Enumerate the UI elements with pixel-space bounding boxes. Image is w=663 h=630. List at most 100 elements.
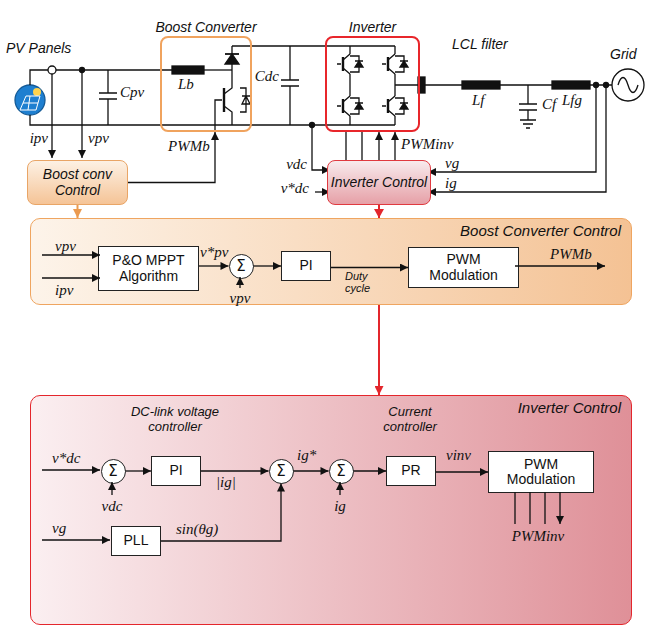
boost-transistor <box>224 70 232 125</box>
inverter-bridge <box>337 46 408 125</box>
pv-sun <box>33 88 41 96</box>
block-label: PWM Modulation <box>411 252 516 283</box>
arrowhead <box>374 209 384 218</box>
signal-connector <box>161 484 281 542</box>
block-label: PWM Modulation <box>491 457 591 488</box>
block-label: PI <box>299 258 312 273</box>
dc-rail <box>232 45 395 46</box>
signal-label: vinv <box>446 447 471 464</box>
signal-connector <box>126 470 152 471</box>
ig-sense-line <box>428 87 606 192</box>
signal-connector <box>294 470 329 471</box>
capacitor-cf <box>519 85 537 128</box>
igbt-gate-bar <box>342 99 344 113</box>
signal-label: Cdc <box>255 68 279 85</box>
feedback-arrow <box>239 277 240 288</box>
feedback-arrow <box>111 482 112 495</box>
current-sensor <box>48 66 56 74</box>
part-heading: Grid <box>610 46 636 62</box>
feedback-arrow <box>339 482 340 495</box>
antiparallel-diode <box>400 103 408 109</box>
vpv-input-arrow <box>42 254 100 255</box>
block-caption: DC-link voltage controller <box>115 404 235 434</box>
process-box: PWM Modulation <box>408 247 519 288</box>
signal-label: ipv <box>55 282 73 299</box>
pv-panel-icon <box>15 85 45 115</box>
igbt-switch <box>337 96 363 116</box>
signal-label: Lfg <box>562 92 582 109</box>
signal-label: v*pv <box>200 244 228 261</box>
block-label: Inverter Control <box>331 175 427 190</box>
block-label: PLL <box>124 533 149 548</box>
grid-source <box>612 69 644 101</box>
block-label: Σ <box>276 464 285 479</box>
control-panel: P&O MPPT AlgorithmΣPIPWM ModulationBoost… <box>30 218 632 305</box>
signal-label: vpv <box>230 290 251 307</box>
vpv-sense-line <box>81 72 82 158</box>
ipv-sense-line <box>51 74 52 158</box>
signal-label: Duty cycle <box>345 270 385 294</box>
inverter-block: Inverter <box>325 36 420 132</box>
signal-label: |ig| <box>216 474 236 491</box>
bridge-leg <box>349 46 350 125</box>
block-title: Boost Converter Control <box>460 222 621 239</box>
signal-connector <box>331 267 408 268</box>
signal-label: Cf <box>542 96 556 113</box>
signal-label: vpv <box>88 130 109 147</box>
signal-label: PWMinv <box>512 528 564 545</box>
signal-connector <box>378 205 380 395</box>
igbt-switch <box>382 96 408 116</box>
gate-signal-arrows <box>346 132 379 160</box>
junction-dot <box>310 123 315 128</box>
process-box: P&O MPPT Algorithm <box>98 246 199 291</box>
gate-wire <box>215 100 222 132</box>
igbt-switch <box>382 54 408 74</box>
junction-dot <box>80 68 85 73</box>
part-heading: LCL filter <box>452 36 508 52</box>
bridge-leg <box>394 46 395 125</box>
block-label: Σ <box>336 464 345 479</box>
process-box: PR <box>386 456 436 486</box>
transistor-gate-bar <box>223 88 225 112</box>
pwm-output-arrow <box>515 265 605 266</box>
ipv-input-arrow <box>42 277 100 278</box>
freewheel-diode <box>240 88 250 112</box>
process-box: PI <box>281 251 331 281</box>
signal-label: PWMb <box>168 138 210 155</box>
signal-label: ig <box>445 175 457 192</box>
converter-block: Boost Converter <box>160 36 252 132</box>
signal-label: ig <box>334 498 346 515</box>
igbt-gate-bar <box>342 57 344 71</box>
signal-label: v*dc <box>281 180 309 197</box>
block-title: Inverter <box>317 20 428 35</box>
block-title: Inverter Control <box>518 399 621 416</box>
signal-label: Lb <box>178 76 194 93</box>
part-heading: PV Panels <box>6 40 71 56</box>
vg-input-arrow <box>42 539 110 540</box>
inductor-lfg <box>552 81 590 89</box>
signal-label: v*dc <box>52 450 80 467</box>
signal-connector <box>77 205 79 218</box>
process-box: PI <box>151 456 201 486</box>
signal-label: Cpv <box>120 84 144 101</box>
igbt-gate-bar <box>387 99 389 113</box>
block-label: Σ <box>108 464 117 479</box>
edge-group <box>78 132 489 541</box>
signal-label: ipv <box>30 130 48 147</box>
signal-connector <box>354 470 387 471</box>
signal-label: PWMb <box>550 246 592 263</box>
signal-connector <box>394 132 395 160</box>
controller-box: Inverter Control <box>327 160 431 205</box>
block-label: Boost conv Control <box>30 167 125 198</box>
wire <box>204 69 232 70</box>
capacitor-cdc <box>281 46 299 125</box>
signal-label: vg <box>445 155 459 172</box>
vdc-ref-arrow <box>42 469 100 470</box>
vg-sense-line <box>428 87 596 172</box>
process-box: PLL <box>111 526 161 556</box>
summing-junction: Σ <box>269 459 294 484</box>
signal-label: PWMinv <box>401 136 453 153</box>
signal-label: vdc <box>102 498 123 515</box>
block-label: P&O MPPT Algorithm <box>101 253 196 284</box>
